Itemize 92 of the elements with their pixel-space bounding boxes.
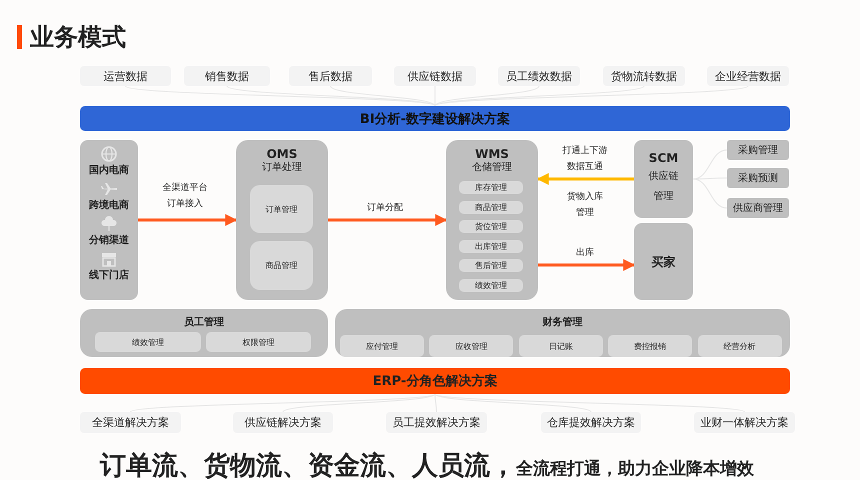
box-label: 经营分析 — [724, 340, 756, 352]
connector-line — [434, 86, 748, 106]
box-label: 员工提效解决方案 — [392, 415, 480, 430]
module-box — [727, 198, 789, 218]
module-box — [340, 335, 424, 357]
connector-line — [434, 86, 644, 106]
connector-line — [125, 86, 436, 106]
box-label: 企业经营数据 — [715, 68, 781, 84]
module-box — [95, 332, 201, 352]
panel-subtitle: 仓储管理 — [472, 161, 512, 174]
channel-label: 跨境电商 — [89, 198, 129, 212]
box-label: 售后数据 — [308, 68, 352, 84]
module-box — [459, 240, 523, 253]
box-label: 费控报销 — [634, 340, 666, 352]
connector-line — [434, 394, 592, 412]
panel-heading: SCM — [648, 151, 678, 165]
module-box — [459, 220, 523, 234]
arrow — [328, 214, 448, 226]
system-panel — [80, 309, 328, 357]
module-box — [429, 335, 514, 357]
module-box — [459, 181, 523, 194]
panel-subtitle: 供应链管理 — [648, 170, 678, 204]
box-label: 采购管理 — [738, 144, 778, 157]
box-label: 采购预测 — [738, 172, 778, 185]
connector-line — [692, 150, 728, 180]
system-panel — [634, 140, 693, 218]
page-title: 业务模式 — [30, 22, 126, 53]
connector-line — [130, 394, 436, 412]
box-label: 日记账 — [548, 340, 573, 352]
solution-banner — [80, 106, 790, 131]
system-panel — [634, 223, 693, 300]
connector-line — [226, 86, 436, 106]
system-panel — [446, 140, 538, 300]
box-label: 库存管理 — [475, 182, 507, 193]
arrow-note: 货物入库管理 — [566, 190, 604, 220]
module-box — [459, 279, 523, 292]
box-label: 绩效管理 — [475, 280, 507, 291]
channel-label: 国内电商 — [89, 163, 129, 177]
module-box — [459, 259, 523, 272]
box-label: 供应链解决方案 — [244, 415, 322, 430]
box-label: 订单管理 — [266, 204, 298, 214]
channel-label: 分销渠道 — [89, 234, 129, 247]
box-label: 员工绩效数据 — [506, 68, 572, 84]
channel-label: 线下门店 — [89, 268, 129, 282]
box-label: 售后管理 — [475, 260, 507, 272]
module-box — [459, 200, 523, 214]
module-box — [250, 185, 313, 233]
system-panel — [236, 140, 328, 300]
box-label: 出库管理 — [475, 240, 507, 252]
banner-title: ERP-分角色解决方案 — [372, 372, 498, 390]
solution-banner — [80, 368, 790, 394]
box-label: 货物流转数据 — [611, 68, 677, 84]
channel-panel — [80, 140, 138, 300]
box-label: 仓库提效解决方案 — [547, 415, 635, 430]
system-panel — [335, 309, 790, 357]
box-label: 商品管理 — [266, 260, 298, 271]
module-box — [727, 168, 789, 188]
panel-heading: 员工管理 — [184, 316, 224, 330]
box-label: 权限管理 — [242, 336, 274, 348]
box-label: 供应商管理 — [733, 202, 783, 215]
box-label: 货位管理 — [475, 221, 507, 232]
box-label: 业财一体解决方案 — [700, 415, 788, 430]
box-label: 供应链数据 — [408, 68, 462, 84]
module-box — [518, 335, 603, 357]
connector-line — [282, 394, 436, 412]
box-label: 运营数据 — [104, 68, 148, 84]
connector-line — [434, 86, 540, 106]
panel-heading: OMS — [266, 147, 298, 161]
arrow — [538, 259, 636, 271]
slogan: 订单流、货物流、资金流、人员流， — [100, 451, 516, 480]
module-box — [608, 335, 692, 357]
panel-heading: 财务管理 — [542, 316, 582, 330]
module-box — [250, 241, 313, 290]
box-label: 销售数据 — [205, 68, 249, 84]
module-box — [206, 332, 311, 352]
box-label: 全渠道解决方案 — [92, 415, 169, 430]
box-label: 应付管理 — [366, 340, 398, 352]
box-label: 商品管理 — [475, 202, 507, 213]
banner-title: BI分析-数字建设解决方案 — [360, 110, 510, 128]
box-label: 绩效管理 — [132, 336, 164, 348]
slogan-tail: 全流程打通，助力企业降本增效 — [516, 459, 754, 479]
panel-heading: WMS — [475, 147, 509, 161]
connector-line — [434, 394, 745, 412]
connector-line — [692, 178, 728, 208]
module-box — [698, 335, 782, 357]
arrow — [138, 214, 238, 226]
module-box — [727, 140, 789, 160]
box-label: 应收管理 — [455, 340, 488, 352]
connector-line — [330, 86, 436, 106]
arrow — [536, 173, 634, 185]
panel-subtitle: 订单处理 — [262, 161, 302, 174]
panel-heading: 买家 — [652, 254, 676, 268]
